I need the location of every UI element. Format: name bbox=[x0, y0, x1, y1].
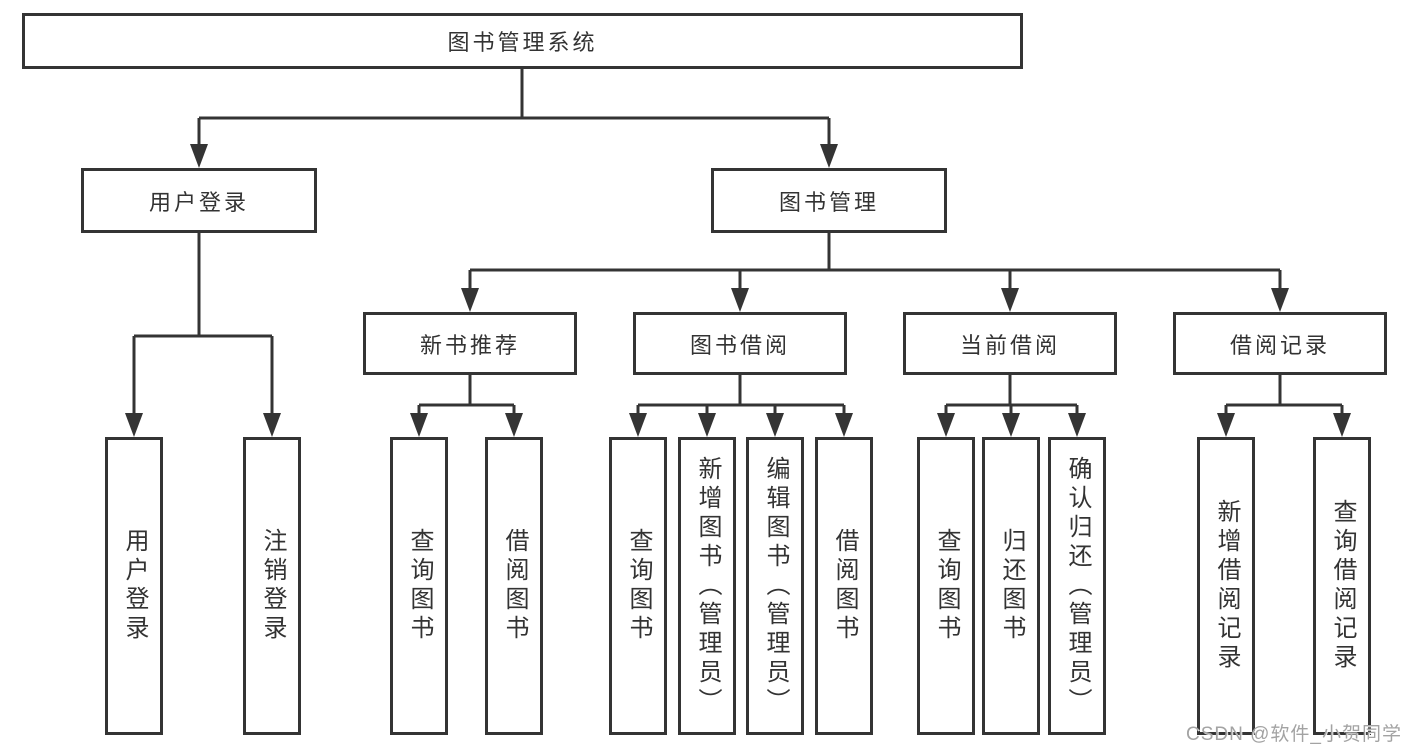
connector-root-to-level2 bbox=[197, 69, 831, 150]
leaf-query-books-recommend: 查询图书 bbox=[390, 437, 448, 735]
node-label: 归还图书 bbox=[998, 528, 1025, 644]
leaf-edit-books-admin: 编辑图书（管理员） bbox=[746, 437, 804, 735]
arrow-down-icon bbox=[505, 413, 523, 437]
arrowheads bbox=[125, 144, 1351, 437]
node-label: 图书管理系统 bbox=[447, 30, 598, 55]
arrow-down-icon bbox=[731, 288, 749, 312]
node-label: 新书推荐 bbox=[419, 332, 520, 358]
node-label: 用户登录 bbox=[148, 189, 249, 215]
arrow-down-icon bbox=[1333, 413, 1351, 437]
arrow-down-icon bbox=[698, 413, 716, 437]
arrow-down-icon bbox=[1271, 288, 1289, 312]
node-label: 借阅记录 bbox=[1229, 332, 1330, 358]
leaf-confirm-return-admin: 确认归还（管理员） bbox=[1048, 437, 1106, 735]
leaf-query-books-borrow: 查询图书 bbox=[609, 437, 667, 735]
leaf-user-login: 用户登录 bbox=[105, 437, 163, 735]
arrow-down-icon bbox=[1068, 413, 1086, 437]
node-label: 注销登录 bbox=[259, 528, 286, 644]
node-library-management-system: 图书管理系统 bbox=[22, 13, 1023, 69]
leaf-logout: 注销登录 bbox=[243, 437, 301, 735]
node-label: 查询图书 bbox=[406, 528, 433, 644]
connector-current-to-children bbox=[944, 375, 1079, 419]
node-label: 用户登录 bbox=[121, 528, 148, 644]
node-label: 编辑图书（管理员） bbox=[762, 455, 789, 717]
arrow-down-icon bbox=[461, 288, 479, 312]
node-label: 新增借阅记录 bbox=[1213, 499, 1240, 673]
node-book-management: 图书管理 bbox=[711, 168, 947, 233]
leaf-return-books: 归还图书 bbox=[982, 437, 1040, 735]
node-current-borrowing: 当前借阅 bbox=[903, 312, 1117, 375]
node-label: 借阅图书 bbox=[501, 528, 528, 644]
node-borrowing-records: 借阅记录 bbox=[1173, 312, 1387, 375]
node-label: 借阅图书 bbox=[831, 528, 858, 644]
arrow-down-icon bbox=[766, 413, 784, 437]
node-label: 查询图书 bbox=[625, 528, 652, 644]
arrow-down-icon bbox=[1001, 288, 1019, 312]
node-label: 查询借阅记录 bbox=[1329, 499, 1356, 673]
arrow-down-icon bbox=[835, 413, 853, 437]
connector-records-to-children bbox=[1224, 375, 1344, 419]
node-label: 图书管理 bbox=[778, 189, 879, 215]
leaf-query-books-current: 查询图书 bbox=[917, 437, 975, 735]
leaf-add-borrow-record: 新增借阅记录 bbox=[1197, 437, 1255, 735]
node-label: 查询图书 bbox=[933, 528, 960, 644]
arrow-down-icon bbox=[629, 413, 647, 437]
connector-new-book-to-children bbox=[417, 375, 516, 419]
leaf-borrow-books: 借阅图书 bbox=[815, 437, 873, 735]
node-new-book-recommendation: 新书推荐 bbox=[363, 312, 577, 375]
node-label: 新增图书（管理员） bbox=[694, 455, 721, 717]
node-user-login: 用户登录 bbox=[81, 168, 317, 233]
connector-user-login-to-children bbox=[132, 233, 274, 419]
node-book-borrowing: 图书借阅 bbox=[633, 312, 847, 375]
leaf-add-books-admin: 新增图书（管理员） bbox=[678, 437, 736, 735]
arrow-down-icon bbox=[937, 413, 955, 437]
node-label: 图书借阅 bbox=[689, 332, 790, 358]
connector-book-management-to-level3 bbox=[468, 233, 1282, 294]
arrow-down-icon bbox=[263, 413, 281, 437]
arrow-down-icon bbox=[820, 144, 838, 168]
leaf-borrow-books-recommend: 借阅图书 bbox=[485, 437, 543, 735]
connector-borrow-to-children bbox=[636, 375, 846, 419]
node-label: 确认归还（管理员） bbox=[1064, 455, 1091, 717]
leaf-query-borrow-record: 查询借阅记录 bbox=[1313, 437, 1371, 735]
node-label: 当前借阅 bbox=[959, 332, 1060, 358]
csdn-watermark: CSDN @软件_小贺同学 bbox=[1186, 724, 1402, 745]
arrow-down-icon bbox=[1002, 413, 1020, 437]
arrow-down-icon bbox=[1217, 413, 1235, 437]
arrow-down-icon bbox=[125, 413, 143, 437]
arrow-down-icon bbox=[190, 144, 208, 168]
arrow-down-icon bbox=[410, 413, 428, 437]
